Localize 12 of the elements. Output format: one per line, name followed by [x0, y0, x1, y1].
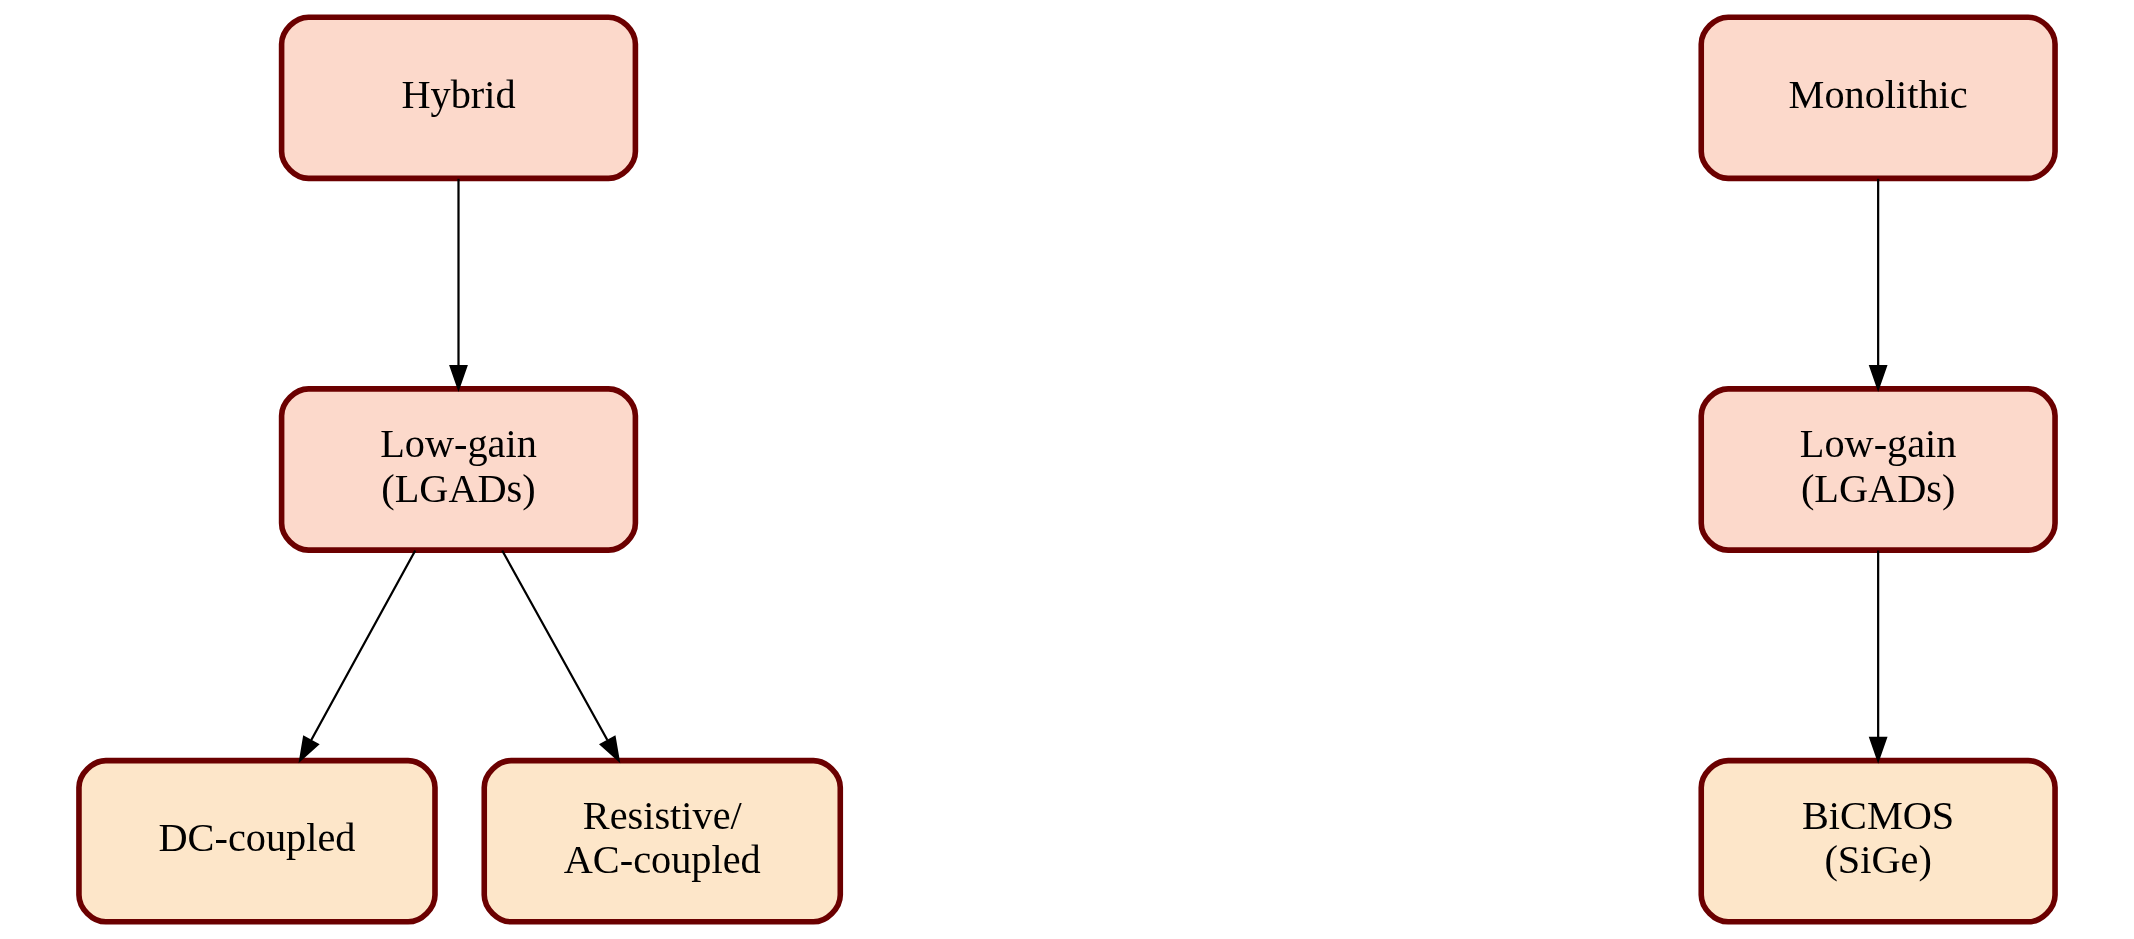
node-box: Low-gain (LGADs) — [278, 386, 639, 553]
arrow — [1868, 178, 1888, 392]
node-box: Low-gain (LGADs) — [1698, 386, 2058, 553]
arrow — [1868, 550, 1888, 764]
node-box: Resistive/ AC-coupled — [481, 757, 844, 925]
arrow — [298, 549, 417, 764]
node-box: Monolithic — [1698, 14, 2058, 182]
node-box: DC-coupled — [76, 757, 438, 925]
node-box: Hybrid — [278, 14, 639, 182]
arrow — [449, 178, 468, 392]
arrow — [501, 549, 621, 764]
node-box: BiCMOS (SiGe) — [1698, 757, 2058, 925]
